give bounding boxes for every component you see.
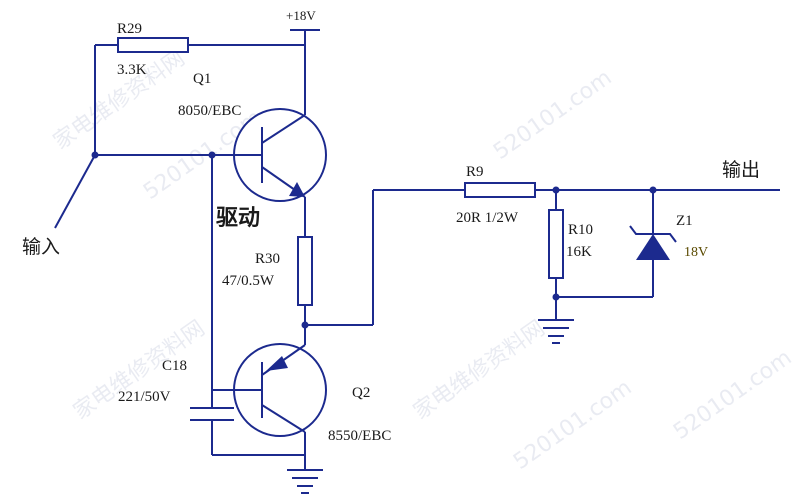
supply-label: +18V [286, 8, 316, 23]
r9-value: 20R 1/2W [456, 210, 519, 226]
watermark-text-2: 家电维修资料网 [409, 316, 550, 425]
output-label: 输出 [722, 159, 760, 181]
driver-label: 驱动 [216, 206, 260, 231]
ground-symbol-2 [538, 319, 574, 344]
resistor-r30 [297, 236, 313, 306]
r9-ref: R9 [466, 164, 484, 180]
watermark-text-3: 家电维修资料网 [69, 316, 210, 425]
supply-symbol: +18V [286, 8, 320, 45]
transistor-q1 [232, 108, 327, 202]
r10-value: 16K [566, 244, 592, 260]
c18-ref: C18 [162, 358, 187, 374]
input-label: 输入 [22, 236, 60, 258]
watermark-url-3: 520101.com [509, 375, 636, 475]
q2-ref: Q2 [352, 385, 370, 401]
watermark-url-2: 520101.com [489, 65, 616, 165]
resistor-r9 [464, 182, 536, 198]
q1-ref: Q1 [193, 71, 211, 87]
ground-symbol-1 [287, 469, 323, 494]
r30-value: 47/0.5W [222, 273, 275, 289]
c18-value: 221/50V [118, 389, 171, 405]
output-wire [535, 186, 780, 194]
r30-ref: R30 [255, 251, 280, 267]
q1-part: 8050/EBC [178, 103, 241, 119]
resistor-r29 [117, 37, 189, 53]
zener-z1 [552, 190, 677, 301]
resistor-r10 [548, 209, 564, 279]
r10-ref: R10 [568, 222, 593, 238]
c18-wire [190, 155, 305, 456]
q2-part: 8550/EBC [328, 428, 391, 444]
watermark: 家电维修资料网 520101.com 520101.com 家电维修资料网 52… [49, 46, 796, 475]
z1-value: 18V [684, 245, 708, 260]
z1-ref: Z1 [676, 213, 693, 229]
watermark-url-4: 520101.com [669, 345, 796, 445]
transistor-q2 [212, 343, 327, 470]
r29-ref: R29 [117, 21, 142, 37]
input-wire [54, 151, 232, 229]
r29-value: 3.3K [117, 62, 147, 78]
midpoint-wire [301, 189, 465, 329]
